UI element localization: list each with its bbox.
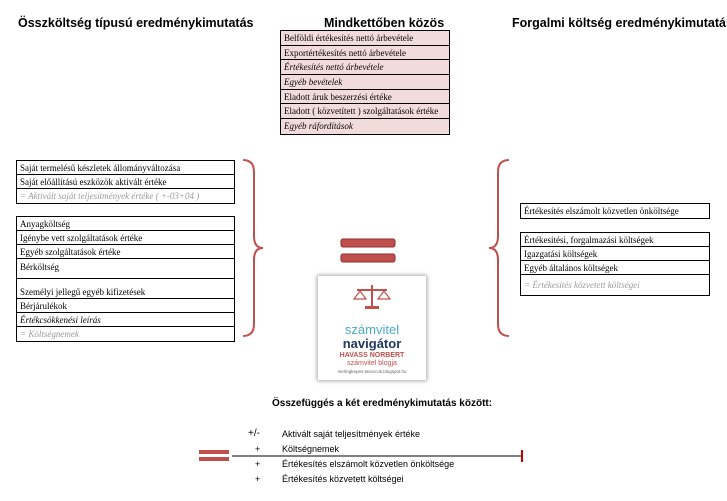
equals-icon (340, 238, 396, 263)
summary-sign: +/- (248, 428, 260, 439)
right-curly-brace-icon (242, 159, 264, 337)
logo-line3: HAVASS NORBERT (339, 352, 405, 359)
left-bottom-row: Anyagköltség (17, 217, 234, 231)
left-bottom-row: Személyi jellegű egyéb kifizetések (17, 279, 234, 299)
common-items-table: Belföldi értékesítés nettó árbevétele Ex… (280, 30, 450, 135)
left-bottom-row: = Költségnemek (20, 329, 79, 339)
right-bottom-row: = Értékesítés közvetett költségei (524, 280, 640, 290)
common-row: Belföldi értékesítés nettó árbevétele (281, 31, 449, 46)
left-bottom-row: Egyéb szolgáltatások értéke (17, 245, 234, 259)
right-top-table: Értékesítés elszámolt közvetlen önköltsé… (520, 203, 710, 219)
logo-line2: navigátor (342, 336, 402, 351)
left-statement-title: Összköltség típusú eredménykimutatás (18, 16, 254, 30)
left-curly-brace-icon (488, 159, 510, 337)
common-row: Egyéb bevételek (281, 75, 449, 90)
logo-line5: merlegkepes-tanorcok.blogspot.hu (337, 369, 407, 374)
left-bottom-row: Bérjárulékok (17, 299, 234, 313)
right-top-row: Értékesítés elszámolt közvetlen önköltsé… (524, 206, 679, 216)
right-bottom-row: Egyéb általános költségek (521, 261, 709, 275)
left-bottom-row: Értékcsökkenési leírás (17, 313, 234, 327)
common-row: Egyéb ráfordítások (281, 119, 449, 134)
left-bottom-row: Bérköltség (17, 259, 234, 279)
left-top-row: Saját termelésű készletek állományváltoz… (17, 161, 234, 175)
summary-sign: + (255, 444, 261, 454)
left-top-table: Saját termelésű készletek állományváltoz… (16, 160, 235, 204)
total-line (199, 450, 523, 462)
common-row: Eladott áruk beszerzési értéke (281, 89, 449, 105)
right-statement-title: Forgalmi költség eredménykimutatás (512, 16, 727, 30)
summary-item: Aktivált saját teljesítmények értéke (282, 429, 421, 439)
summary-sign: + (255, 459, 261, 469)
szamvitel-navigator-logo: számvitel navigátor HAVASS NORBERT számv… (318, 276, 426, 380)
logo-line4: számvitel blogja (347, 360, 397, 367)
summary-title: Összefüggés a két eredménykimutatás közö… (272, 398, 493, 409)
common-row: Értékesítés nettó árbevétele (281, 60, 449, 76)
summary-sign: + (255, 474, 261, 484)
left-top-row: Saját előállítású eszközök aktivált érté… (17, 175, 234, 189)
common-items-title: Mindkettőben közös (324, 16, 445, 30)
left-top-row: = Aktivált saját teljesítmények értéke (… (20, 191, 200, 201)
right-bottom-row: Értékesítési, forgalmazási költségek (521, 233, 709, 247)
summary-item: Költségnemek (282, 444, 340, 454)
summary-item: Értékesítés közvetett költségei (282, 474, 404, 484)
common-row: Eladott ( közvetített ) szolgáltatások é… (281, 104, 449, 120)
logo-line1: számvitel (344, 322, 400, 337)
common-row: Exportértékesítés nettó árbevétele (281, 45, 449, 61)
right-bottom-row: Igazgatási költségek (521, 247, 709, 261)
left-bottom-table: Anyagköltség Igénybe vett szolgáltatások… (16, 216, 235, 342)
left-bottom-row: Igénybe vett szolgáltatások értéke (17, 231, 234, 245)
summary-item: Értékesítés elszámolt közvetlen önköltsé… (282, 459, 455, 469)
right-bottom-table: Értékesítési, forgalmazási költségek Iga… (520, 232, 710, 296)
scales-icon (352, 285, 392, 309)
